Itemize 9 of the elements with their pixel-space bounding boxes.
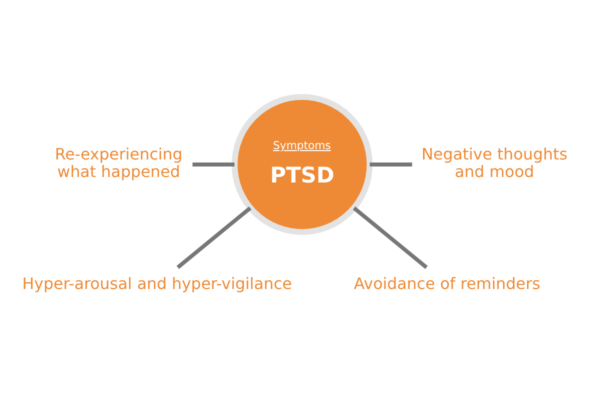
node-text: Negative thoughts and mood: [421, 144, 568, 182]
node-circle: Symptoms PTSD: [232, 94, 373, 235]
connector: [176, 206, 252, 269]
connector: [370, 162, 412, 166]
node-text: Re-experiencing what happened: [54, 144, 183, 182]
connector: [192, 162, 234, 166]
connector: [352, 206, 428, 269]
node-text: Avoidance of reminders: [354, 274, 540, 294]
node-text: Hyper-arousal and hyper-vigilance: [22, 274, 292, 294]
